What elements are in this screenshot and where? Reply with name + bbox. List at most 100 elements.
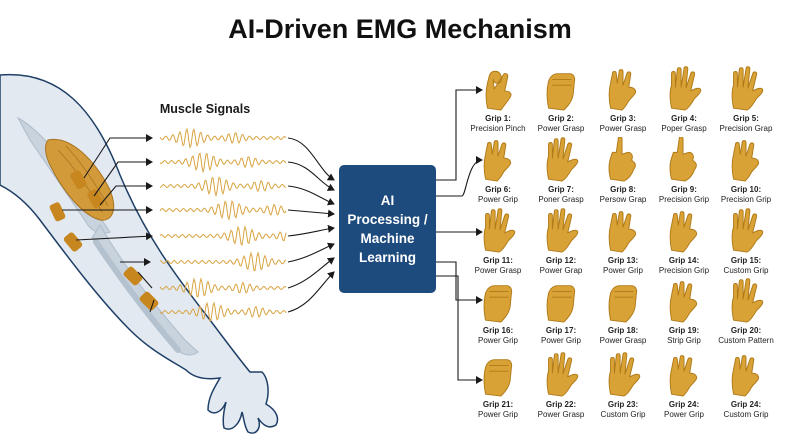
grip-description: Precision Grip xyxy=(658,194,710,204)
grip-description: Precision Pinch xyxy=(470,123,526,133)
grip-description: Power Grip xyxy=(477,409,518,419)
grip-number: Grip 4: xyxy=(671,114,697,123)
grip-number: Grip 15: xyxy=(730,256,762,265)
grasp-hand-icon xyxy=(669,281,698,323)
emg-waveform xyxy=(159,176,287,198)
grip-item: Grip 8:Persow Grap xyxy=(588,137,658,204)
fist-hand-icon xyxy=(608,285,638,323)
grip-number: Grip 8: xyxy=(610,185,636,194)
emg-sensor xyxy=(87,189,104,209)
grip-item: Grip 7:Poner Grasp xyxy=(526,137,596,204)
grip-item: Grip 24:Custom Grip xyxy=(711,352,781,419)
grip-number: Grip 14: xyxy=(668,256,700,265)
point-hand-icon xyxy=(669,137,697,182)
point-hand-icon xyxy=(608,137,636,182)
grip-number: Grip 18: xyxy=(607,326,639,335)
open-hand-icon xyxy=(483,208,516,253)
emg-waveform xyxy=(159,127,287,149)
grasp-hand-icon xyxy=(608,211,637,253)
grip-number: Grip 3: xyxy=(610,114,636,123)
grip-description: Poper Grasp xyxy=(661,123,707,133)
fist-hand-icon xyxy=(546,285,576,323)
grip-number: Grip 11: xyxy=(483,256,513,265)
grip-number: Grip 9: xyxy=(671,185,697,194)
grip-number: Grip 22: xyxy=(545,400,577,409)
emg-sensor xyxy=(49,202,66,222)
ai-to-grip-arrows xyxy=(436,86,483,384)
emg-sensor xyxy=(63,232,83,252)
grip-description: Custom Grip xyxy=(723,409,769,419)
open-hand-icon xyxy=(546,208,579,253)
grip-description: Power Grip xyxy=(477,194,518,204)
grip-description: Precision Grip xyxy=(720,194,772,204)
grip-description: Power Grip xyxy=(477,335,518,345)
grip-description: Precision Grap xyxy=(719,123,773,133)
grip-description: Strip Grip xyxy=(667,335,701,345)
pinch-hand-icon xyxy=(485,70,512,111)
grip-item: Grip 4:Poper Grasp xyxy=(649,66,719,133)
grip-description: Custom Pattern xyxy=(718,335,774,345)
grip-number: Grip 24: xyxy=(668,400,700,409)
open-hand-icon xyxy=(731,208,764,253)
open-hand-icon xyxy=(669,66,702,111)
grip-number: Grip 5: xyxy=(733,114,759,123)
grip-number: Grip 6: xyxy=(485,185,511,194)
grip-description: Power Grip xyxy=(663,409,704,419)
open-hand-icon xyxy=(608,352,641,397)
grasp-hand-icon xyxy=(731,355,760,397)
grip-item: Grip 14:Precision Grip xyxy=(649,208,719,275)
emg-waveform xyxy=(159,301,287,322)
page-title: AI-Driven EMG Mechanism xyxy=(228,14,572,44)
grip-description: Precision Grip xyxy=(658,265,710,275)
grip-description: Custom Grip xyxy=(600,409,646,419)
grip-item: Grip 3:Power Grasp xyxy=(588,66,658,133)
grip-item: Grip 2:Power Grasp xyxy=(526,66,596,133)
open-hand-icon xyxy=(731,66,764,111)
grip-description: Power Grasp xyxy=(537,123,585,133)
grip-description: Power Grasp xyxy=(537,409,585,419)
grip-description: Custom Grip xyxy=(723,265,769,275)
grip-number: Grip 17: xyxy=(545,326,577,335)
fist-hand-icon xyxy=(546,73,576,111)
grip-item: Grip 1:Precision Pinch xyxy=(463,66,533,133)
fist-hand-icon xyxy=(483,359,513,397)
grip-item: Grip 19:Strip Grip xyxy=(649,278,719,345)
grip-item: Grip 16:Power Grip xyxy=(463,278,533,345)
emg-waveform xyxy=(159,199,287,221)
grip-item: Grip 5:Precision Grap xyxy=(711,66,781,133)
grip-item: Grip 22:Power Grasp xyxy=(526,352,596,419)
grip-number: Grip 21: xyxy=(482,400,514,409)
arm-illustration xyxy=(0,73,279,434)
grip-description: Power Grasp xyxy=(599,335,647,345)
open-hand-icon xyxy=(546,352,579,397)
grip-item: Grip 13:Power Grip xyxy=(588,208,658,275)
grip-item: Grip 6:Power Grip xyxy=(463,137,533,204)
grip-description: Power Grip xyxy=(602,265,643,275)
grip-number: Grip 12: xyxy=(545,256,577,265)
grip-description: Poner Grasp xyxy=(538,194,584,204)
muscle-signals-label: Muscle Signals xyxy=(159,102,251,116)
grip-number: Grip 20: xyxy=(730,326,762,335)
grasp-hand-icon xyxy=(483,140,512,182)
emg-waveform xyxy=(159,225,287,247)
grip-item: Grip 17:Power Grip xyxy=(526,278,596,345)
grip-number: Grip 10: xyxy=(730,185,762,194)
forearm-bone-2 xyxy=(93,239,181,353)
grasp-hand-icon xyxy=(731,140,760,182)
grip-description: Power Grip xyxy=(540,335,581,345)
grip-description: Power Grap xyxy=(539,265,583,275)
grip-number: Grip 1: xyxy=(485,114,511,123)
grip-item: Grip 24:Power Grip xyxy=(649,352,719,419)
grip-number: Grip 23: xyxy=(607,400,639,409)
grip-description: Power Grasp xyxy=(599,123,647,133)
signal-waveforms xyxy=(159,127,287,322)
grip-number: Grip 2: xyxy=(548,114,574,123)
grip-number: Grip 7: xyxy=(548,185,574,194)
fist-hand-icon xyxy=(483,285,513,323)
signal-to-ai-arrows xyxy=(287,137,335,313)
open-hand-icon xyxy=(546,137,579,182)
emg-sensor xyxy=(70,170,87,190)
grip-item: Grip 20:Custom Pattern xyxy=(711,278,781,345)
open-hand-icon xyxy=(731,278,764,323)
grip-item: Grip 18:Power Grasp xyxy=(588,278,658,345)
